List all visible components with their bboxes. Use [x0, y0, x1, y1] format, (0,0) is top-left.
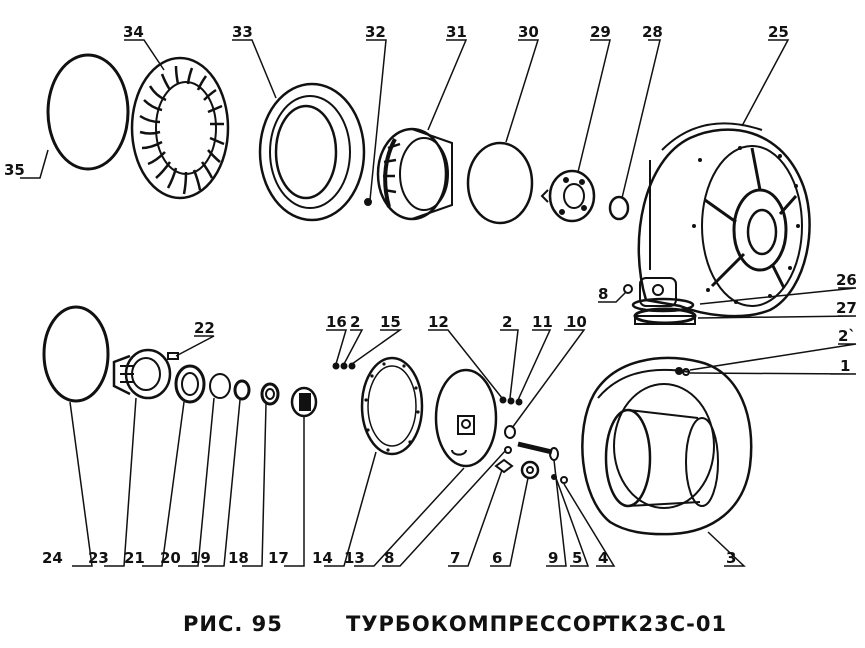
callout-33: 33 [232, 23, 253, 41]
part-31-nozzle-ring [376, 127, 453, 221]
figure-number: РИС. 95 [183, 612, 283, 636]
callout-27: 27 [836, 299, 857, 317]
figure-title: ТУРБОКОМПРЕССОР [346, 612, 609, 636]
parts-16-2-15-fasteners [332, 362, 356, 370]
leader-lines [20, 39, 857, 567]
part-29-bearing-cover [540, 169, 596, 223]
part-8-nut-upper [623, 284, 633, 294]
callout-8-upper: 8 [598, 285, 608, 303]
callout-21: 21 [124, 549, 145, 567]
callout-28: 28 [642, 23, 663, 41]
callout-25: 25 [768, 23, 789, 41]
callout-23: 23 [88, 549, 109, 567]
part-35-o-ring [46, 53, 130, 171]
callout-8-lower: 8 [384, 549, 394, 567]
part-21-lock-washer [174, 364, 206, 404]
part-30-gasket-ring [466, 141, 534, 225]
callout-18: 18 [228, 549, 249, 567]
callout-22: 22 [194, 319, 215, 337]
part-22-bolt [167, 352, 179, 360]
part-34-vaned-diffuser [130, 56, 230, 200]
model-designation: ТК23С-01 [605, 612, 728, 636]
callout-31: 31 [446, 23, 467, 41]
callout-12: 12 [428, 313, 449, 331]
part-20-ring [209, 373, 231, 399]
part-24-o-ring [42, 305, 110, 403]
part-33-cover-disc [258, 82, 366, 222]
part-3-compressor-housing [581, 356, 753, 536]
callout-3: 3 [726, 549, 736, 567]
callout-15: 15 [380, 313, 401, 331]
part-28-o-ring [608, 195, 630, 221]
callout-6: 6 [492, 549, 502, 567]
callout-10: 10 [566, 313, 587, 331]
callout-20: 20 [160, 549, 181, 567]
part-7-plug [494, 458, 514, 474]
part-23-bearing-housing [112, 348, 172, 400]
callout-34: 34 [123, 23, 144, 41]
callout-19: 19 [190, 549, 211, 567]
callout-2-prime: 2` [838, 327, 856, 345]
callout-14: 14 [312, 549, 333, 567]
part-26-gasket [631, 297, 695, 313]
callout-17: 17 [268, 549, 289, 567]
part-27-flange [633, 307, 697, 325]
callout-9: 9 [548, 549, 558, 567]
part-19-ring [233, 379, 251, 401]
callout-24: 24 [42, 549, 63, 567]
part-13-seal-plate [434, 368, 498, 468]
parts-5-4-fasteners [551, 474, 568, 484]
part-6-fitting [520, 460, 540, 480]
part-18-bushing [260, 382, 280, 406]
callout-30: 30 [518, 23, 539, 41]
callout-2-a: 2 [350, 313, 360, 331]
callout-26: 26 [836, 271, 857, 289]
part-10-ring [504, 425, 516, 439]
part-32-plug [364, 198, 372, 206]
part-17-thrust-collar [290, 386, 318, 418]
callout-7: 7 [450, 549, 460, 567]
callout-35: 35 [4, 161, 25, 179]
callout-16: 16 [326, 313, 347, 331]
callout-29: 29 [590, 23, 611, 41]
callout-11: 11 [532, 313, 553, 331]
callout-1: 1 [840, 357, 850, 375]
part-9-fitting [517, 441, 559, 461]
callout-32: 32 [365, 23, 386, 41]
part-14-gasket [360, 356, 424, 456]
part-25-turbine-housing [637, 122, 811, 318]
callout-2-b: 2 [502, 313, 512, 331]
callout-labels: 35 34 33 32 31 30 29 28 25 8 26 27 2` 1 … [4, 23, 857, 567]
callout-5: 5 [572, 549, 582, 567]
callout-4: 4 [598, 549, 608, 567]
callout-13: 13 [344, 549, 365, 567]
